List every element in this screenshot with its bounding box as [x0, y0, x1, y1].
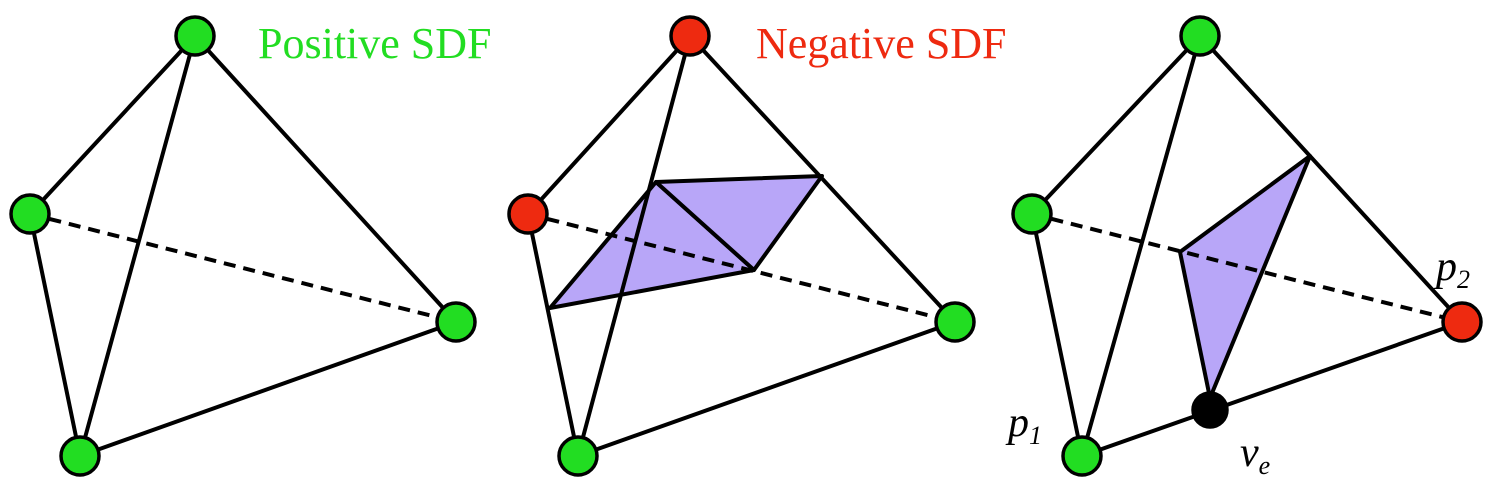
- label-ve: ve: [1240, 430, 1270, 480]
- vertex-p2: [1441, 301, 1483, 343]
- edge-top-left: [526, 34, 692, 216]
- panel-one-negative: p1 p2 ve: [1005, 15, 1483, 480]
- vertex-left: [9, 193, 51, 235]
- edge-left-bottom: [526, 212, 580, 458]
- edge-bottom-right: [1080, 320, 1464, 458]
- edge-top-left: [28, 34, 197, 216]
- panel-all-positive: Positive SDF: [9, 15, 492, 477]
- legend-negative-sdf: Negative SDF: [756, 19, 1007, 68]
- hidden-edge: [1031, 212, 1463, 324]
- edge-vertex-ve: [1191, 391, 1229, 429]
- panel-two-negative: Negative SDF: [507, 15, 1007, 477]
- vertex-top: [174, 15, 216, 57]
- isosurface-triangle: [1178, 154, 1312, 400]
- edge-bottom-right: [78, 320, 458, 458]
- edge-left-bottom: [1030, 212, 1084, 458]
- label-p1: p1: [1005, 400, 1042, 450]
- label-p2: p2: [1433, 244, 1470, 294]
- vertex-right: [934, 301, 976, 343]
- edge-top-bottom: [576, 34, 692, 458]
- isosurface-triangle-b: [654, 174, 824, 272]
- vertex-left: [507, 193, 549, 235]
- vertex-p1: [1061, 435, 1103, 477]
- legend-positive-sdf: Positive SDF: [258, 19, 492, 68]
- vertex-top: [1179, 15, 1221, 57]
- hidden-edge: [527, 212, 956, 324]
- edge-left-bottom: [28, 212, 82, 458]
- edge-top-left: [1030, 34, 1202, 216]
- edge-bottom-right: [576, 320, 957, 458]
- vertex-right: [435, 301, 477, 343]
- edge-top-bottom: [78, 34, 197, 458]
- vertex-top: [669, 15, 711, 57]
- edge-top-right: [193, 34, 458, 324]
- vertex-left: [1011, 193, 1053, 235]
- vertex-bottom: [557, 435, 599, 477]
- hidden-edge: [29, 212, 457, 324]
- edge-top-bottom: [1080, 34, 1202, 458]
- edge-top-right: [1198, 34, 1464, 324]
- edge-top-right: [688, 34, 957, 324]
- vertex-bottom: [59, 435, 101, 477]
